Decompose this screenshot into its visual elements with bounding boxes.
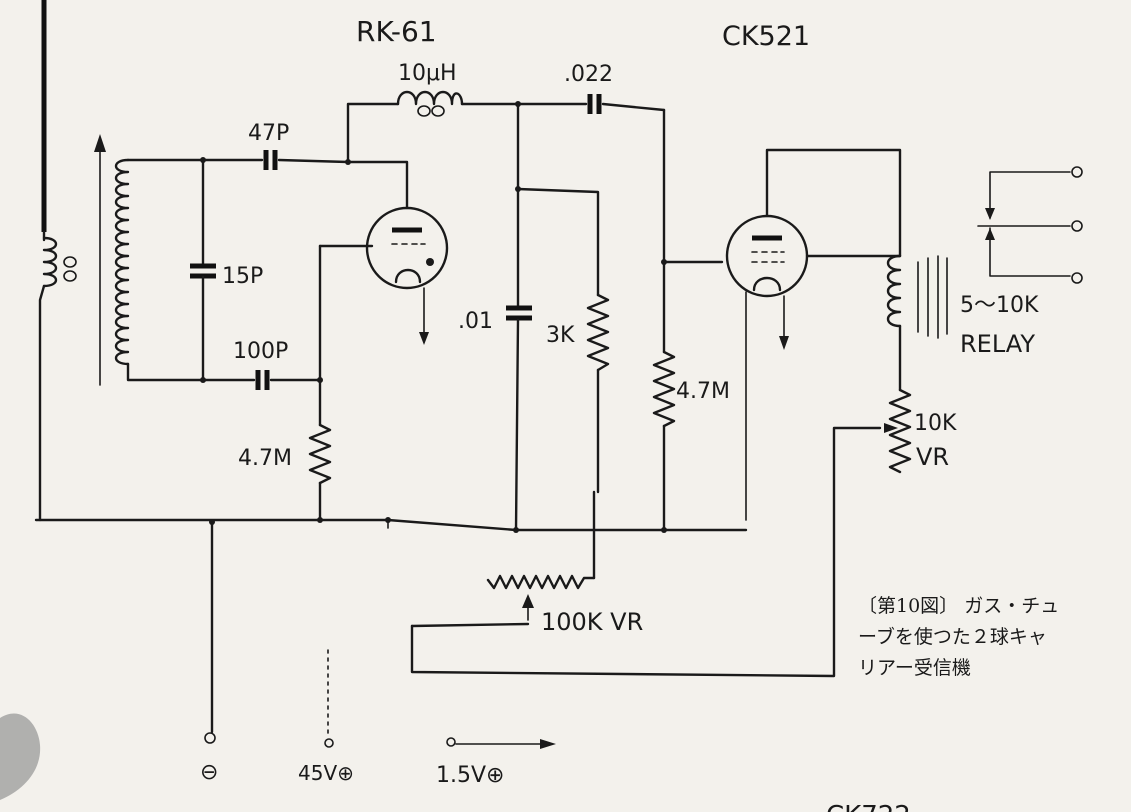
relay-coil <box>886 254 948 392</box>
potentiometer-100k <box>410 426 882 678</box>
label-15p: 15P <box>222 264 263 289</box>
label-terminal-45v: 45V⊕ <box>298 761 354 785</box>
resistor-4-7m-grid1 <box>308 244 374 522</box>
battery-terminals <box>204 732 556 749</box>
inductor-10uh <box>396 90 521 117</box>
terminal-45v <box>324 738 334 748</box>
capacitor-022 <box>516 94 666 114</box>
capacitor-15p <box>190 157 216 383</box>
tank-coil <box>114 158 202 382</box>
label-022: .022 <box>564 62 613 87</box>
caption-line-2: ーブを使つた２球キャ <box>858 625 1047 648</box>
capacitor-100p <box>201 370 323 390</box>
resistor-3k <box>516 187 610 494</box>
antenna-coil <box>38 236 77 522</box>
caption-line-3: リアー受信機 <box>858 657 971 679</box>
label-4-7m-grid2: 4.7M <box>676 379 730 404</box>
ground-bus <box>34 517 748 739</box>
tube-ck521 <box>725 148 902 521</box>
label-100p: 100P <box>233 339 288 364</box>
label-01: .01 <box>458 309 493 334</box>
tube-rk61 <box>346 102 449 345</box>
terminal-common <box>1071 220 1083 232</box>
terminal-minus <box>204 732 216 744</box>
terminal-no <box>1071 272 1083 284</box>
label-47p: 47P <box>248 121 289 146</box>
capacitor-01 <box>506 102 532 532</box>
print-smudge <box>0 713 41 800</box>
label-terminal-minus: ⊖ <box>200 760 218 785</box>
label-rk61: RK-61 <box>356 15 437 48</box>
label-10uh: 10μH <box>398 61 457 86</box>
terminal-nc <box>1071 166 1083 178</box>
resistor-4-7m-grid2 <box>652 108 724 532</box>
label-vr: VR <box>916 443 949 471</box>
capacitor-47p <box>201 150 351 170</box>
label-ck521: CK521 <box>722 21 810 52</box>
label-4-7m-grid1: 4.7M <box>238 446 292 471</box>
potentiometer-10k <box>884 388 912 474</box>
terminal-1-5v <box>446 737 456 747</box>
label-terminal-1-5v: 1.5V⊕ <box>436 763 504 788</box>
label-10k: 10K <box>914 411 957 436</box>
label-3k: 3K <box>546 323 575 348</box>
label-relay-value: 5～10K <box>960 293 1039 318</box>
tuning-arrow <box>94 134 106 386</box>
label-100k-vr: 100K VR <box>541 608 643 636</box>
caption-line-1: 〔第10図〕 ガス・チュ <box>858 595 1059 617</box>
relay-contacts <box>977 166 1083 284</box>
label-bottom-partial: CK722 <box>826 801 911 812</box>
label-relay: RELAY <box>960 330 1035 358</box>
